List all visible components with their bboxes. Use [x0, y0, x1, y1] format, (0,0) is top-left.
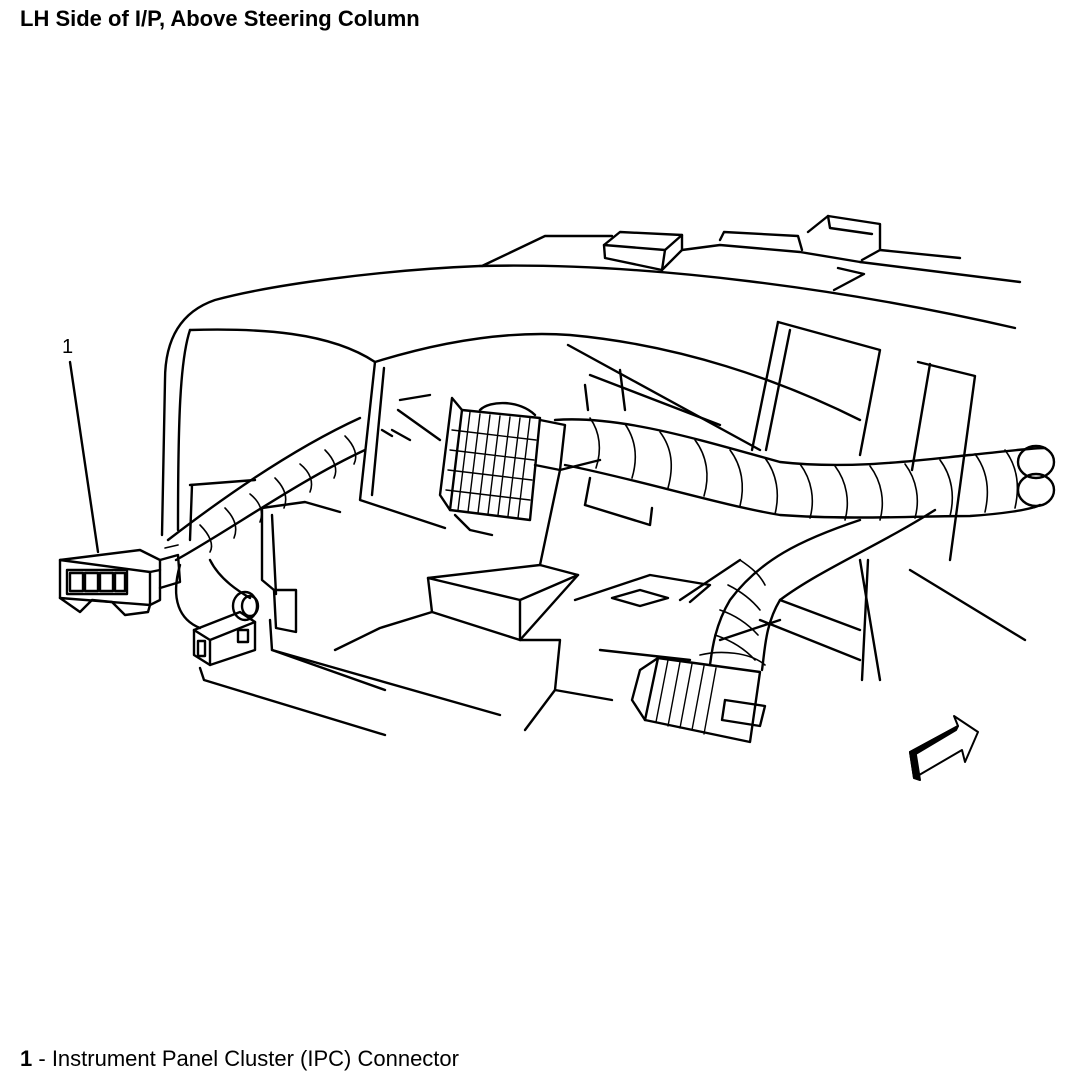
legend-label: Instrument Panel Cluster (IPC) Connector	[51, 1046, 459, 1071]
legend-separator: -	[32, 1046, 52, 1071]
callout-1-number: 1	[62, 336, 74, 358]
harness-wrap-bands	[200, 418, 1017, 660]
ipc-connector	[60, 545, 180, 615]
left-bracket	[190, 362, 500, 735]
diagram-title: LH Side of I/P, Above Steering Column	[20, 6, 420, 31]
legend-number: 1	[20, 1046, 33, 1071]
callout-1-leader	[70, 362, 98, 552]
main-wiring-harness	[168, 418, 1054, 670]
dashboard-upper-shell	[162, 236, 1015, 535]
center-shelf	[428, 460, 780, 730]
forward-direction-arrow-icon	[910, 716, 978, 780]
small-plug-connector	[194, 592, 258, 665]
center-harness-connector	[440, 398, 565, 535]
top-vent-parts	[604, 216, 1020, 290]
right-structure	[568, 322, 1025, 680]
lower-harness-connector	[632, 652, 765, 742]
legend-item-1: 1 - Instrument Panel Cluster (IPC) Conne…	[20, 1046, 459, 1072]
